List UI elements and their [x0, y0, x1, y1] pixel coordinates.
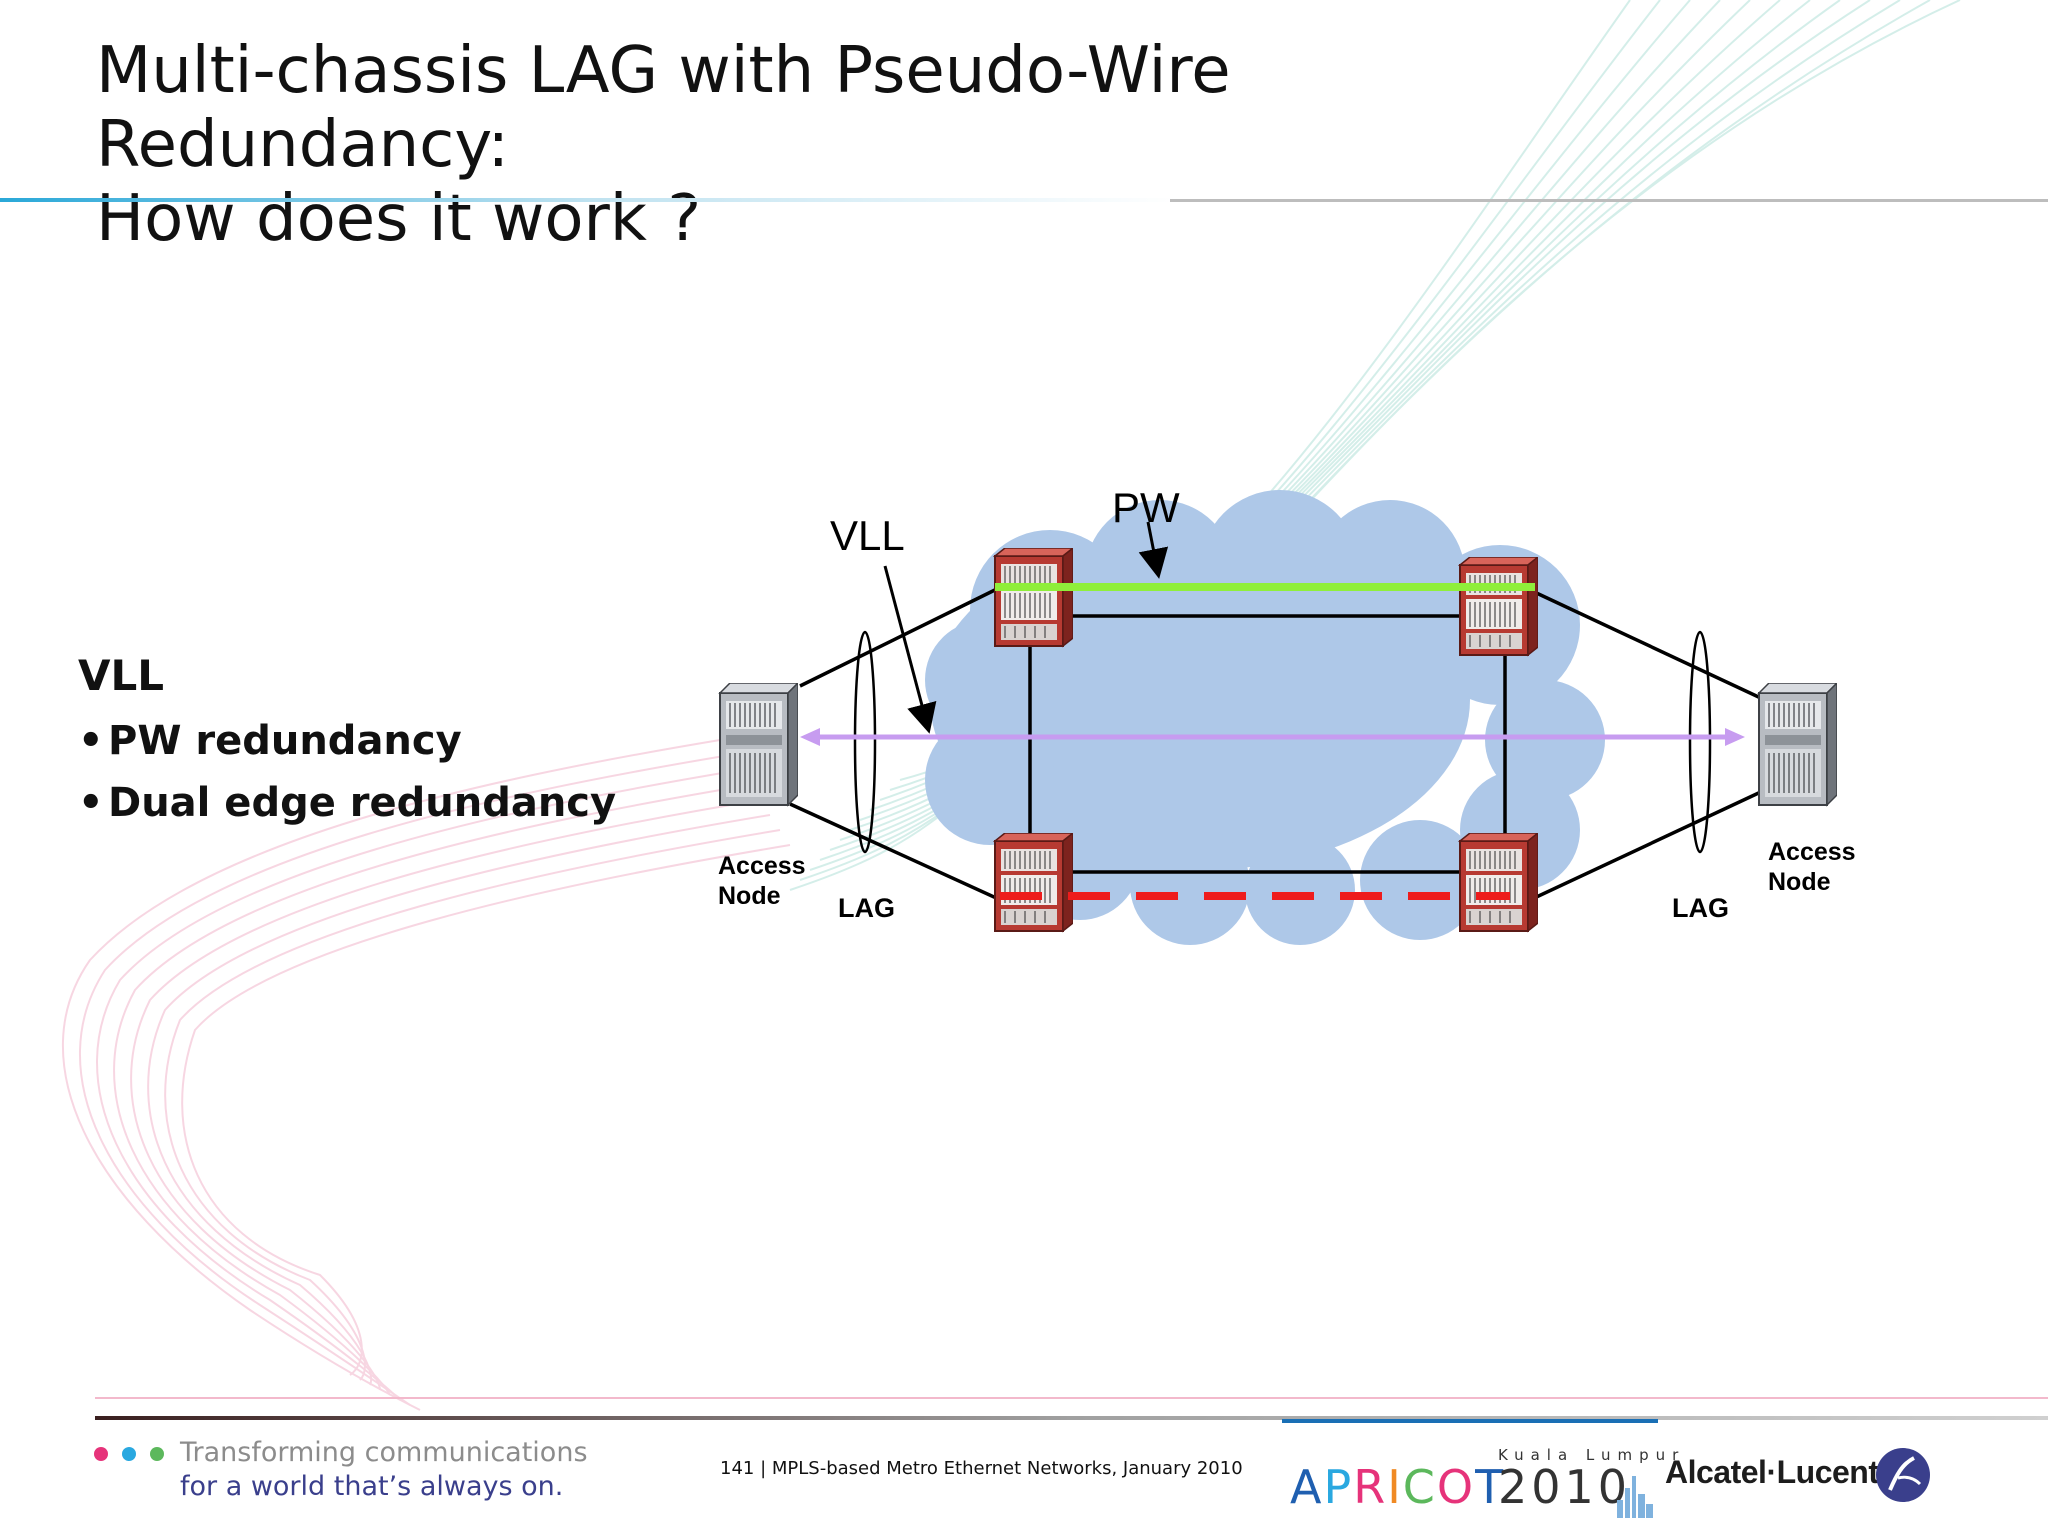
apricot-letter: C: [1402, 1460, 1437, 1514]
page-title: Multi-chassis LAG with Pseudo-Wire Redun…: [96, 34, 1596, 256]
vll-arrow-head-left: [800, 728, 820, 746]
footer-tagline: Transforming communications for a world …: [180, 1436, 588, 1504]
apricot-city: Kuala Lumpur: [1498, 1446, 1686, 1464]
bullet-glyph: •: [78, 780, 104, 826]
bullet-heading: VLL: [78, 651, 165, 700]
access-node-icon: [1758, 683, 1837, 806]
access-node-right-label-1: Access: [1768, 838, 1856, 866]
apricot-letter: R: [1353, 1460, 1388, 1514]
bullet-list: VLL •PW redundancy •Dual edge redundancy: [78, 650, 616, 834]
tagline-dots: [94, 1447, 164, 1461]
access-link-right-bottom: [1529, 788, 1766, 902]
apricot-letter: P: [1323, 1460, 1354, 1514]
bullet-glyph: •: [78, 718, 104, 764]
header-rule: [0, 198, 2048, 202]
tagline-dot-icon: [150, 1447, 164, 1461]
access-link-right-top: [1529, 588, 1766, 702]
apricot-year: 2010: [1498, 1460, 1632, 1514]
access-node-icon: [719, 683, 798, 806]
bullet-item-pw-redundancy: •PW redundancy: [78, 710, 616, 772]
apricot-logo-word: APRICOT: [1290, 1460, 1505, 1514]
apricot-letter: T: [1475, 1460, 1506, 1514]
footer-page-info: 141 | MPLS-based Metro Ethernet Networks…: [720, 1458, 1243, 1479]
access-node-right-label-2: Node: [1768, 868, 1831, 896]
tagline-dot-icon: [122, 1447, 136, 1461]
apricot-letter: I: [1387, 1460, 1403, 1514]
tagline-line-2: for a world that’s always on.: [180, 1471, 564, 1502]
title-line-2: How does it work ?: [96, 182, 702, 256]
apricot-letter: A: [1290, 1460, 1324, 1514]
vll-pointer-arrow: [883, 565, 937, 734]
title-line-1: Multi-chassis LAG with Pseudo-Wire Redun…: [96, 34, 1231, 182]
vll-label: VLL: [830, 512, 905, 559]
bullet-item-text: Dual edge redundancy: [108, 780, 617, 826]
core-links: [1028, 614, 1507, 874]
tagline-dot-icon: [94, 1447, 108, 1461]
lag-left-label: LAG: [838, 893, 895, 923]
pw-pointer-arrow: [1138, 521, 1169, 579]
bullet-item-dual-edge-redundancy: •Dual edge redundancy: [78, 772, 616, 834]
access-link-left-bottom: [789, 802, 1006, 904]
tagline-line-1: Transforming communications: [180, 1437, 588, 1468]
pw-label: PW: [1112, 484, 1180, 531]
alcatel-lucent-logo-icon: [1876, 1448, 1930, 1502]
access-node-left-label-2: Node: [718, 882, 781, 910]
bullet-item-text: PW redundancy: [108, 718, 462, 764]
skyline-icon: [1617, 1476, 1653, 1518]
router-icon: [1459, 833, 1538, 932]
brand-logo-text: Alcatel·Lucent: [1665, 1454, 1879, 1490]
vll-double-arrow: [800, 728, 1745, 746]
router-icon: [994, 548, 1073, 647]
apricot-letter: O: [1436, 1460, 1476, 1514]
lag-left-ellipse: [853, 630, 877, 854]
vll-arrow-head-right: [1725, 728, 1745, 746]
router-icon: [1459, 557, 1538, 656]
footer-rule: [95, 1397, 2048, 1423]
lag-right-ellipse: [1688, 630, 1712, 854]
lag-right-label: LAG: [1672, 893, 1729, 923]
pink-ribbon: [61, 739, 791, 1411]
router-icon: [994, 833, 1073, 932]
access-node-left-label-1: Access: [718, 852, 806, 880]
